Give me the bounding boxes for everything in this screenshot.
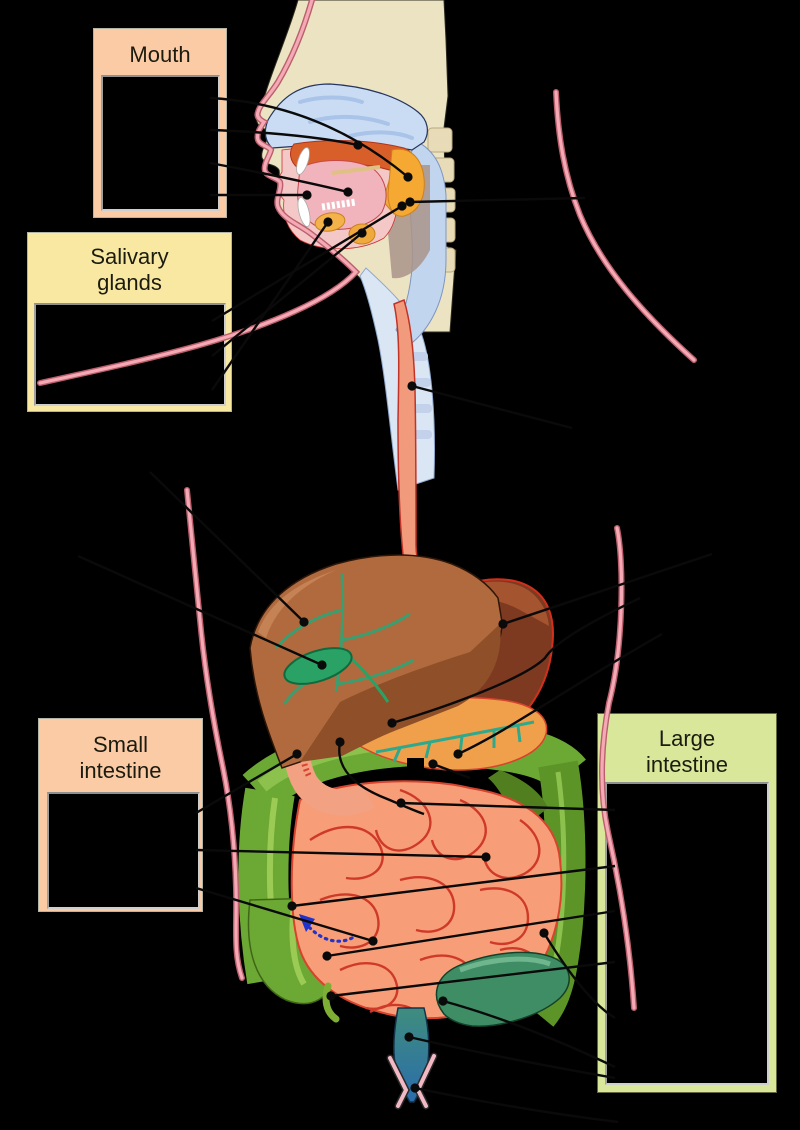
leader-duct-a [432, 762, 471, 780]
leader-sigmoid [442, 999, 616, 1069]
leader-bile-duct [338, 741, 425, 816]
parotid-gland [387, 148, 425, 217]
salivary-box-panel [34, 303, 226, 406]
tongue-stripe [331, 165, 381, 175]
small-intestine-label-box: Small intestine [38, 718, 203, 912]
leader-dots [287, 140, 549, 1093]
teeth-row [321, 198, 357, 211]
leader-cecum [326, 909, 616, 958]
small-box-title: Small intestine [79, 732, 162, 783]
leader-duodenum [195, 752, 298, 815]
leader-duct-b [457, 632, 663, 756]
upper-tooth [296, 147, 310, 175]
small-box-panel [47, 792, 200, 909]
leader-jejunum [195, 848, 487, 859]
appendix [322, 982, 340, 1023]
leader-rectum [408, 1035, 616, 1080]
leader-esophagus [411, 384, 573, 430]
leader-ascending-colon [291, 864, 616, 908]
large-box-title: Large intestine [646, 726, 728, 777]
leader-palate [209, 128, 359, 147]
sigmoid-highlight [459, 956, 551, 973]
body-outline [37, 0, 697, 1011]
leader-submandibular [211, 232, 363, 357]
duct-black-marker [407, 758, 424, 770]
large-intestine-label-box: Large intestine [597, 713, 777, 1093]
leader-parotid [211, 204, 403, 323]
mouth-box-panel [101, 75, 220, 211]
torso-organs [238, 554, 586, 1110]
leader-tongue [209, 161, 349, 194]
large-box-panel [605, 782, 769, 1085]
leader-pancreas [391, 596, 641, 725]
salivary-glands-label-box: Salivary glands [27, 232, 232, 412]
liver [249, 554, 503, 769]
mouth-label-box: Mouth [93, 28, 227, 218]
salivary-box-title: Salivary glands [90, 244, 169, 295]
leader-stomach [502, 552, 713, 626]
leader-pharynx [409, 196, 586, 204]
leader-gallbladder [77, 554, 323, 667]
leader-sublingual [211, 221, 329, 391]
leader-ileum [195, 886, 374, 943]
leader-transverse-colon [400, 801, 616, 812]
ileocecal-arrow [299, 914, 354, 943]
leader-uvula [209, 96, 409, 178]
lower-tooth [297, 196, 311, 228]
mouth-box-title: Mouth [129, 42, 191, 67]
head-sagittal-section [255, 0, 457, 598]
leader-anus [414, 1086, 619, 1124]
leader-descending-colon [542, 932, 616, 1020]
leader-lines [77, 96, 713, 1124]
nasal-streaks [298, 95, 414, 140]
leader-liver [149, 471, 305, 623]
